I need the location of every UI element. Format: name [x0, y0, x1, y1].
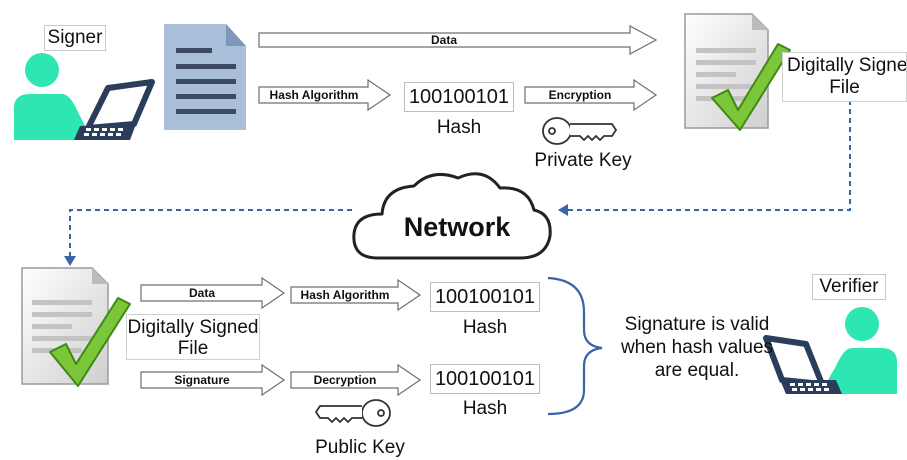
- signature-arrow-label: Signature: [174, 373, 230, 387]
- network-label: Network: [403, 212, 511, 242]
- data-arrow-top-label: Data: [430, 33, 457, 47]
- verifier-label: Verifier: [812, 274, 886, 300]
- data-arrow-bottom: Data: [140, 276, 286, 310]
- result-text: Signature is valid when hash values are …: [608, 313, 786, 382]
- comparison-brace: [547, 276, 603, 416]
- hash-caption-bottom-2: Hash: [462, 398, 508, 419]
- document-icon: [164, 24, 246, 130]
- result-text-line2: when hash values: [620, 337, 774, 358]
- hash-algorithm-arrow-top-label: Hash Algorithm: [269, 88, 359, 102]
- hash-caption-bottom-1: Hash: [462, 317, 508, 338]
- signed-file-icon-bottom: [21, 267, 131, 387]
- public-key-caption: Public Key: [315, 437, 405, 458]
- hash-algorithm-arrow-bottom-label: Hash Algorithm: [300, 288, 390, 302]
- encryption-arrow-label: Encryption: [548, 88, 612, 102]
- network-flow-line: [69, 100, 851, 258]
- arrowhead-to-verifier-file: [64, 256, 76, 266]
- hash-caption-top: Hash: [436, 117, 482, 138]
- decryption-arrow-label: Decryption: [313, 373, 377, 387]
- hash-algorithm-arrow-bottom: Hash Algorithm: [290, 278, 422, 312]
- hash-value-bottom-1: 100100101: [430, 282, 540, 312]
- signed-file-label-top: Digitally Signed File: [782, 52, 907, 102]
- result-text-line1: Signature is valid: [624, 314, 770, 335]
- hash-algorithm-arrow-top: Hash Algorithm: [258, 78, 392, 112]
- signed-file-label-bottom-line1: Digitally Signed: [127, 317, 259, 338]
- signer-laptop-icon: [74, 79, 155, 140]
- data-arrow-bottom-label: Data: [188, 286, 215, 300]
- private-key-caption: Private Key: [534, 150, 632, 171]
- arrowhead-to-network: [558, 204, 568, 216]
- verifier-laptop-icon: [763, 335, 842, 394]
- signed-file-label-bottom-line2: File: [177, 338, 209, 359]
- signed-file-icon-top: [684, 13, 791, 131]
- signer-label: Signer: [44, 25, 106, 51]
- private-key-icon: [542, 117, 618, 145]
- encryption-arrow: Encryption: [524, 78, 658, 112]
- signed-file-label-top-line1: Digitally Signed: [787, 55, 907, 76]
- signed-file-label-top-line2: File: [829, 77, 860, 98]
- result-text-line3: are equal.: [654, 360, 740, 381]
- network-cloud-icon: [352, 172, 552, 260]
- decryption-arrow: Decryption: [290, 363, 422, 397]
- hash-value-top: 100100101: [404, 82, 514, 112]
- signed-file-label-bottom: Digitally Signed File: [126, 314, 260, 360]
- signature-arrow: Signature: [140, 363, 286, 397]
- data-arrow-top: Data: [258, 24, 658, 56]
- public-key-icon: [314, 399, 391, 427]
- hash-value-bottom-2: 100100101: [430, 364, 540, 394]
